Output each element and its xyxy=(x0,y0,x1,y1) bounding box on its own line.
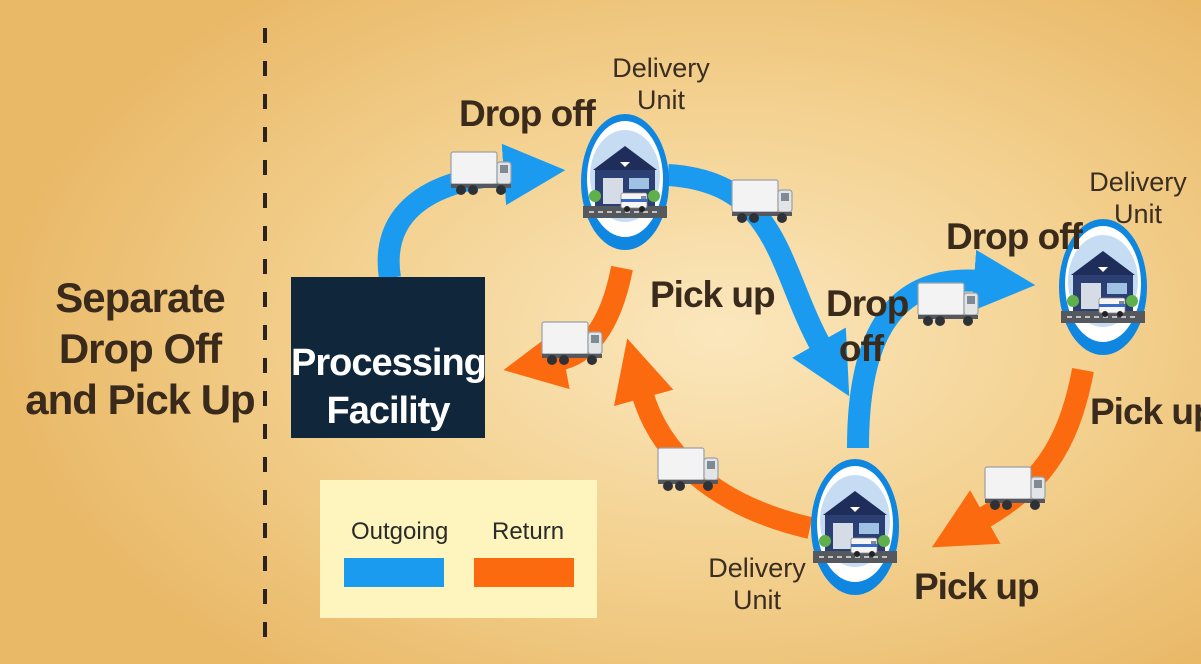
diagram-title: Separate Drop Off and Pick Up xyxy=(25,274,255,424)
truck-icon xyxy=(657,447,719,492)
legend xyxy=(320,480,597,618)
legend-return-label: Return xyxy=(492,518,565,545)
processing-facility-label: Processing Facility xyxy=(291,342,487,432)
delivery-unit-label: Delivery Unit xyxy=(1089,167,1187,230)
drop-off-label: Drop off xyxy=(946,216,1083,257)
arrow-unit1-to-unit3 xyxy=(667,164,850,397)
arrow-unit2-to-unit3 xyxy=(931,367,1094,548)
drop-off-label: Drop off xyxy=(826,283,909,370)
pick-up-label: Pick up xyxy=(650,274,776,315)
legend-outgoing-swatch xyxy=(344,558,444,587)
delivery-unit-label: Delivery Unit xyxy=(708,553,806,616)
post-office-icon xyxy=(810,458,900,596)
drop-off-label: Drop off xyxy=(459,93,596,134)
arrow-unit3-to-unit2 xyxy=(847,249,1036,449)
processing-facility-box xyxy=(291,277,485,438)
legend-return-swatch xyxy=(474,558,574,587)
legend-outgoing-label: Outgoing xyxy=(351,518,449,545)
post-office-icon xyxy=(580,113,670,251)
pick-up-label: Pick up xyxy=(914,566,1040,607)
delivery-unit-label: Delivery Unit xyxy=(612,53,710,116)
pick-up-label: Pick up xyxy=(1090,391,1201,432)
arrow-facility-to-unit1 xyxy=(377,143,566,280)
